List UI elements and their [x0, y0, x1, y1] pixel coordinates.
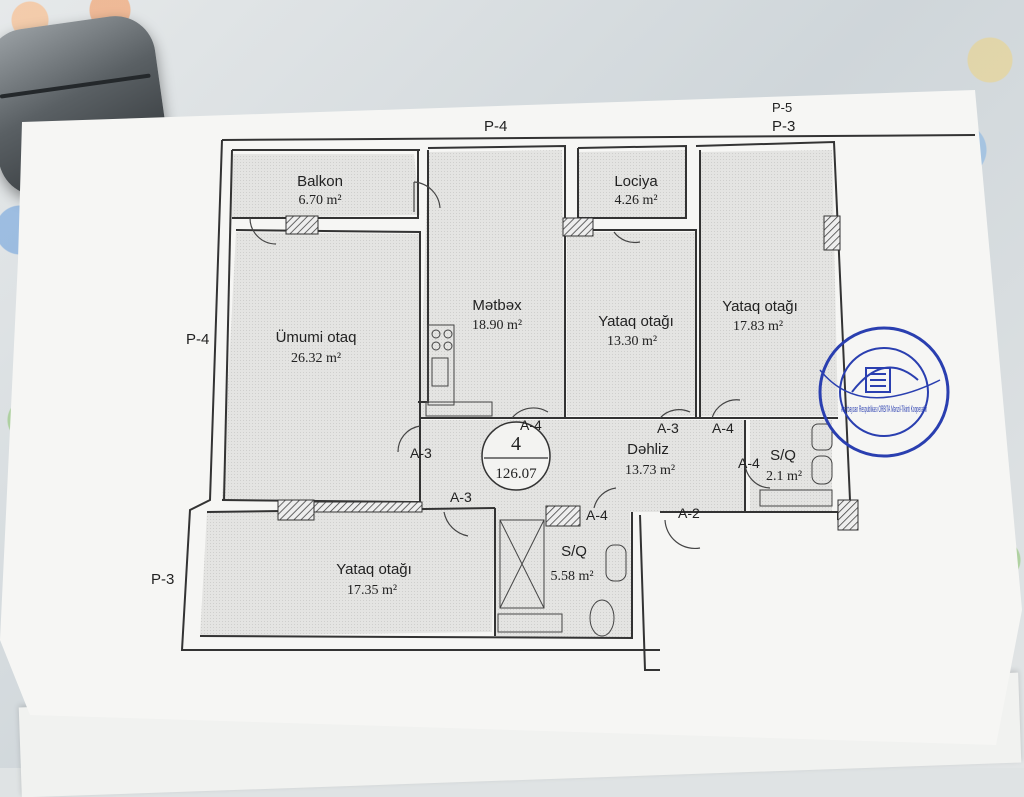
room-yataq2-name: Yataq otağı [722, 298, 798, 315]
door-tag-a2: A-2 [678, 505, 700, 521]
room-lociya-name: Lociya [614, 173, 658, 190]
room-metbex-area: 18.90 m² [472, 318, 522, 333]
door-tag-a4-top: A-4 [520, 417, 542, 433]
stamp-text: Azərbaycan Respublikası ORBITA Mənzil-Ti… [841, 404, 927, 414]
door-tag-a3-corridor: A-3 [657, 420, 679, 436]
door-swings [249, 181, 771, 550]
room-yataq1-name: Yataq otağı [598, 313, 674, 330]
room-labels: Balkon 6.70 m² Mətbəx 18.90 m² Lociya 4.… [276, 173, 802, 598]
door-tag-a3-mid: A-3 [450, 489, 472, 505]
room-sq1-name: S/Q [770, 447, 796, 464]
window-tags: P-4 P-5 P-3 P-4 P-3 [151, 100, 795, 588]
room-yataq3-area: 17.35 m² [347, 583, 397, 598]
kitchen-fixtures [425, 324, 493, 417]
room-dehliz-area: 13.73 m² [625, 463, 675, 478]
door-tags: A-4 A-3 A-3 A-3 A-4 A-4 A-4 A-2 [410, 417, 760, 523]
room-yataq1-area: 13.30 m² [607, 334, 657, 349]
bathroom-fixtures [497, 423, 833, 637]
apartment-marker: 4 126.07 [481, 421, 551, 491]
apartment-number: 4 [511, 433, 521, 455]
apartment-total-area: 126.07 [495, 466, 537, 482]
hatched-columns [277, 215, 859, 531]
room-balkon-area: 6.70 m² [298, 193, 341, 208]
door-tag-a4-lower: A-4 [586, 507, 608, 523]
door-tag-a3-left: A-3 [410, 445, 432, 461]
room-umumi-name: Ümumi otaq [276, 328, 357, 346]
window-tag-top-right: P-3 [772, 118, 795, 135]
room-lociya-area: 4.26 m² [614, 193, 657, 208]
floor-plan-sheet: 4 126.07 Balkon 6.70 m² Mətbəx 18.90 m² … [0, 90, 1022, 745]
room-balkon-name: Balkon [297, 173, 343, 190]
orbita-stamp [818, 326, 950, 458]
room-dehliz-name: Dəhliz [627, 441, 669, 458]
door-tag-a4-right: A-4 [712, 420, 734, 436]
window-tag-left-lower: P-3 [151, 571, 174, 588]
room-fills [200, 150, 838, 638]
room-yataq2-area: 17.83 m² [733, 319, 783, 334]
room-yataq3-name: Yataq otağı [336, 561, 412, 578]
window-tag-left-upper: P-4 [186, 331, 209, 348]
floor-plan-svg: 4 126.07 Balkon 6.70 m² Mətbəx 18.90 m² … [0, 90, 1022, 745]
room-sq2-area: 5.58 m² [550, 569, 593, 584]
window-tag-top-right-cut: P-5 [772, 100, 792, 115]
door-tag-a4-bath: A-4 [738, 455, 760, 471]
room-sq2-name: S/Q [561, 543, 587, 560]
room-sq1-area: 2.1 m² [766, 469, 802, 484]
window-tag-top-left: P-4 [484, 118, 507, 135]
room-umumi-area: 26.32 m² [291, 351, 341, 366]
room-metbex-name: Mətbəx [472, 297, 522, 314]
